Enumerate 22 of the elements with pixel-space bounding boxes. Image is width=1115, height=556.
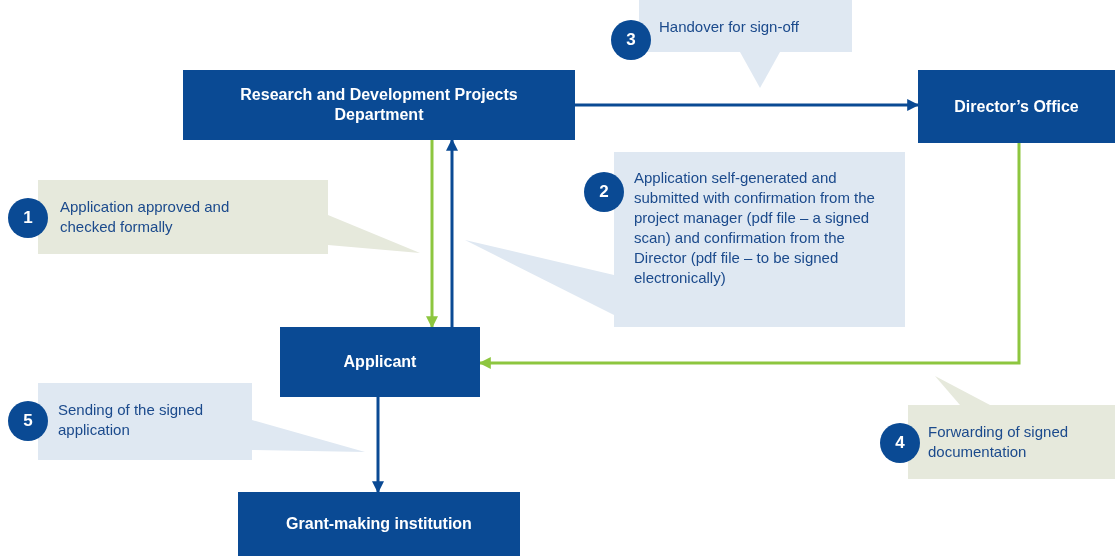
step-number: 3 [611,20,651,60]
node-text: Director’s Office [954,96,1079,117]
process-box [280,327,480,397]
arrow [372,397,384,494]
step-number: 4 [880,423,920,463]
step-number: 5 [8,401,48,441]
node-text: Application self-generated and submitted with confirmation from the project manager (pdf file – a signed scan) and confirmation from the Director (pdf file – to be signed electronically) [634,169,875,286]
node-text: Applicant [343,352,417,372]
node-text: Grant-making institution [286,514,472,534]
node-text: Application approved and checked formally [60,198,230,235]
step-number: 1 [8,198,48,238]
arrow [575,99,920,111]
node-text: Forwarding of signed documentation [928,423,1069,460]
arrow [426,140,438,329]
arrow [446,138,458,327]
process-box [183,70,575,140]
process-box [918,70,1115,143]
node-text: Research and Development Projects Department [239,85,519,125]
step-number: 2 [584,172,624,212]
process-box [238,492,520,556]
node-text: Sending of the signed application [58,401,204,438]
node-text: Handover for sign-off [659,18,799,35]
